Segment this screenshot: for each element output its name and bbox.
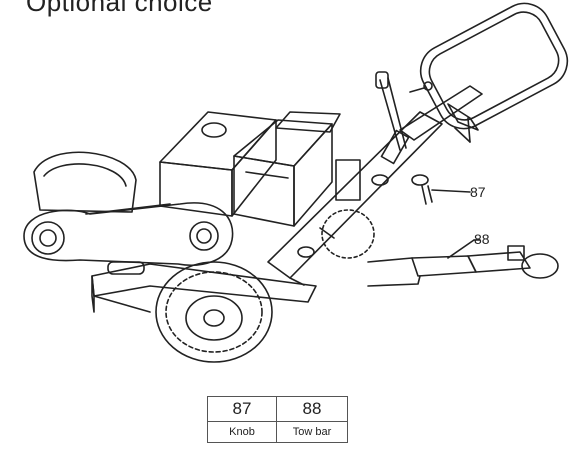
belt-housing — [23, 202, 234, 266]
stump-grinder-diagram — [23, 2, 569, 363]
throttle-lever — [375, 71, 433, 151]
legend-names-row: Knob Tow bar — [207, 421, 348, 443]
legend-number: 87 — [207, 396, 277, 422]
legend-numbers-row: 87 88 — [207, 396, 348, 422]
callout-87: 87 — [470, 184, 486, 200]
tow-bar-88 — [367, 239, 559, 287]
legend-part-name: Tow bar — [276, 421, 348, 443]
knob-87 — [411, 174, 471, 205]
callout-88: 88 — [474, 231, 490, 247]
lower-deck — [91, 261, 317, 313]
page-title: Optional choice — [26, 0, 213, 17]
parts-legend-table: 87 88 Knob Tow bar — [207, 396, 348, 443]
legend-number: 88 — [276, 396, 348, 422]
main-frame — [267, 85, 483, 286]
wheel — [155, 209, 375, 363]
handle-bar — [419, 2, 569, 130]
engine — [159, 111, 361, 227]
legend-part-name: Knob — [207, 421, 277, 443]
cutter-guard — [33, 151, 137, 213]
